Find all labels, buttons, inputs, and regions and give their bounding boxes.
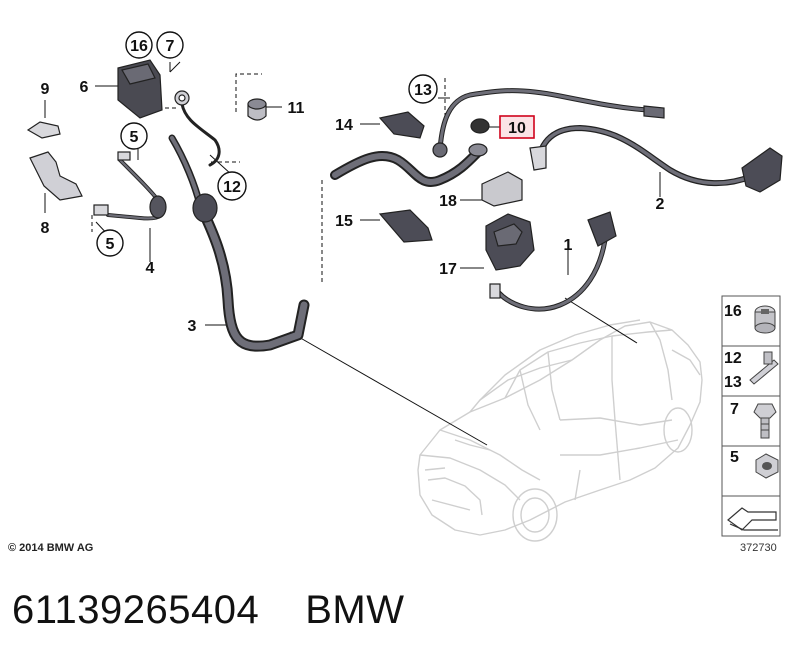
callout-2[interactable]: 2 [656, 196, 665, 213]
callout-4[interactable]: 4 [146, 260, 155, 277]
callout-3[interactable]: 3 [188, 318, 197, 335]
callout-circle-5a [120, 122, 148, 150]
hex-nut-icon [755, 453, 779, 479]
callout-7[interactable]: 7 [166, 38, 175, 55]
callout-16[interactable]: 16 [130, 38, 148, 55]
copyright-notice: © 2014 BMW AG [8, 542, 94, 554]
callout-5-lower[interactable]: 5 [106, 236, 115, 253]
callout-14[interactable]: 14 [335, 117, 353, 134]
callout-12[interactable]: 12 [223, 179, 241, 196]
legend-label-5: 5 [730, 449, 739, 466]
legend-label-7: 7 [730, 401, 739, 418]
callout-13[interactable]: 13 [414, 82, 432, 99]
callout-6[interactable]: 6 [80, 79, 89, 96]
callout-1[interactable]: 1 [564, 237, 573, 254]
callouts: 16 7 5 5 12 13 10 6 9 8 4 11 14 15 18 17… [41, 31, 665, 335]
callout-9[interactable]: 9 [41, 81, 50, 98]
small-parts-legend: 16 12 13 7 5 [721, 295, 781, 537]
reference-arrow-icon [727, 507, 778, 531]
part-caption: 61139265404 BMW [12, 588, 405, 633]
callout-circle-13 [408, 74, 438, 104]
brand-name: BMW [305, 588, 405, 632]
cable-tie-icon [749, 351, 779, 385]
legend-label-12: 12 [724, 350, 742, 367]
callout-18[interactable]: 18 [439, 193, 457, 210]
dashed-guides [91, 73, 446, 285]
nut-insert-icon [754, 305, 776, 334]
legend-label-13: 13 [724, 374, 742, 391]
leader-lines [44, 61, 661, 446]
vehicle-outline [417, 319, 703, 542]
callout-circle-16 [125, 31, 153, 59]
bolt-icon [753, 403, 777, 439]
parts [26, 59, 783, 299]
callout-circle-5b [96, 229, 124, 257]
legend-label-16: 16 [724, 303, 742, 320]
callout-10[interactable]: 10 [508, 120, 526, 137]
callout-10-highlight-box [499, 115, 535, 139]
callout-17[interactable]: 17 [439, 261, 457, 278]
callout-5-upper[interactable]: 5 [130, 129, 139, 146]
callout-8[interactable]: 8 [41, 220, 50, 237]
callout-15[interactable]: 15 [335, 213, 353, 230]
callout-circle-7 [156, 31, 184, 59]
callout-circle-12 [217, 171, 247, 201]
callout-11[interactable]: 11 [288, 100, 305, 117]
diagram-number: 372730 [740, 542, 777, 554]
part-number: 61139265404 [12, 588, 260, 632]
